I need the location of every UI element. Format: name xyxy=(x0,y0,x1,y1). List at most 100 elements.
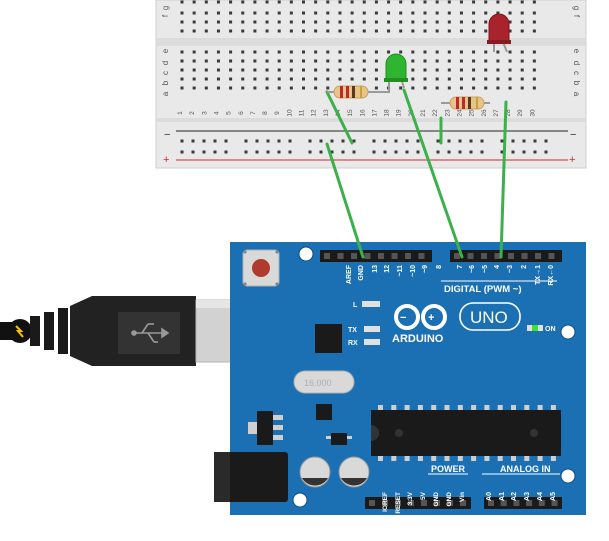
breadboard-hole[interactable] xyxy=(496,68,500,72)
breadboard-hole[interactable] xyxy=(423,29,427,33)
breadboard-hole[interactable] xyxy=(362,59,366,63)
breadboard-hole[interactable] xyxy=(472,77,476,81)
breadboard-hole[interactable] xyxy=(374,11,378,15)
breadboard-hole[interactable] xyxy=(484,68,488,72)
breadboard-hole[interactable] xyxy=(229,20,233,24)
breadboard-hole[interactable] xyxy=(216,59,220,63)
breadboard-hole[interactable] xyxy=(532,86,536,90)
breadboard-hole[interactable] xyxy=(435,0,439,4)
breadboard-hole[interactable] xyxy=(350,68,354,72)
jumper-resistor1-to-gnd-rail[interactable] xyxy=(325,90,354,145)
analog-header-pin[interactable] xyxy=(526,500,533,506)
resistor-1[interactable] xyxy=(327,85,390,99)
breadboard-hole[interactable] xyxy=(399,86,403,90)
breadboard-hole[interactable] xyxy=(277,50,281,54)
breadboard-hole[interactable] xyxy=(204,50,208,54)
breadboard-hole[interactable] xyxy=(399,50,403,54)
breadboard-hole[interactable] xyxy=(508,50,512,54)
breadboard-hole[interactable] xyxy=(484,0,488,4)
breadboard-hole[interactable] xyxy=(180,77,184,81)
wire-green-led-to-pin7[interactable] xyxy=(402,88,464,259)
breadboard-hole[interactable] xyxy=(459,29,463,33)
breadboard-hole[interactable] xyxy=(204,59,208,63)
rail-hole[interactable] xyxy=(191,150,195,154)
breadboard-hole[interactable] xyxy=(241,86,245,90)
breadboard-hole[interactable] xyxy=(520,29,524,33)
rail-hole[interactable] xyxy=(544,139,548,143)
breadboard-hole[interactable] xyxy=(423,68,427,72)
breadboard-hole[interactable] xyxy=(192,29,196,33)
breadboard-hole[interactable] xyxy=(192,68,196,72)
breadboard-hole[interactable] xyxy=(314,29,318,33)
breadboard-hole[interactable] xyxy=(180,11,184,15)
breadboard-hole[interactable] xyxy=(216,20,220,24)
breadboard-hole[interactable] xyxy=(399,0,403,4)
breadboard-hole[interactable] xyxy=(314,59,318,63)
breadboard-hole[interactable] xyxy=(253,50,257,54)
breadboard-hole[interactable] xyxy=(496,50,500,54)
analog-header-pin[interactable] xyxy=(513,500,520,506)
breadboard-hole[interactable] xyxy=(216,68,220,72)
rail-hole[interactable] xyxy=(202,139,206,143)
breadboard-hole[interactable] xyxy=(411,11,415,15)
breadboard-hole[interactable] xyxy=(362,68,366,72)
breadboard-hole[interactable] xyxy=(314,68,318,72)
breadboard-hole[interactable] xyxy=(508,11,512,15)
breadboard-hole[interactable] xyxy=(253,77,257,81)
breadboard-hole[interactable] xyxy=(484,59,488,63)
reset-button-cap[interactable] xyxy=(252,259,270,277)
breadboard-hole[interactable] xyxy=(472,50,476,54)
rail-hole[interactable] xyxy=(180,150,184,154)
breadboard-hole[interactable] xyxy=(229,50,233,54)
breadboard-hole[interactable] xyxy=(459,11,463,15)
breadboard-hole[interactable] xyxy=(314,20,318,24)
green-led[interactable] xyxy=(384,53,408,92)
breadboard-hole[interactable] xyxy=(180,20,184,24)
header-pin[interactable] xyxy=(481,253,487,259)
breadboard-hole[interactable] xyxy=(484,11,488,15)
rail-hole[interactable] xyxy=(480,150,484,154)
bottom-headers[interactable] xyxy=(365,497,562,509)
breadboard-hole[interactable] xyxy=(508,77,512,81)
breadboard-hole[interactable] xyxy=(447,50,451,54)
power-header-pin[interactable] xyxy=(408,500,414,506)
breadboard-hole[interactable] xyxy=(447,20,451,24)
breadboard-hole[interactable] xyxy=(532,50,536,54)
breadboard-hole[interactable] xyxy=(302,20,305,24)
breadboard-hole[interactable] xyxy=(314,11,318,15)
breadboard-hole[interactable] xyxy=(532,20,536,24)
breadboard-hole[interactable] xyxy=(435,59,439,63)
breadboard-hole[interactable] xyxy=(496,0,500,4)
breadboard-hole[interactable] xyxy=(192,50,196,54)
breadboard-hole[interactable] xyxy=(326,68,330,72)
breadboard-hole[interactable] xyxy=(326,29,330,33)
breadboard-hole[interactable] xyxy=(472,86,476,90)
rail-hole[interactable] xyxy=(405,150,409,154)
breadboard-hole[interactable] xyxy=(314,77,318,81)
rail-hole[interactable] xyxy=(372,150,376,154)
rail-hole[interactable] xyxy=(544,150,548,154)
breadboard-hole[interactable] xyxy=(435,68,439,72)
breadboard-hole[interactable] xyxy=(362,29,366,33)
breadboard-hole[interactable] xyxy=(423,86,427,90)
breadboard-hole[interactable] xyxy=(302,50,305,54)
breadboard-hole[interactable] xyxy=(423,11,427,15)
breadboard-hole[interactable] xyxy=(192,77,196,81)
rail-hole[interactable] xyxy=(522,150,526,154)
rail-hole[interactable] xyxy=(202,150,206,154)
breadboard-hole[interactable] xyxy=(265,77,269,81)
header-pin[interactable] xyxy=(548,253,555,259)
breadboard-hole[interactable] xyxy=(289,86,293,90)
breadboard-hole[interactable] xyxy=(241,11,245,15)
breadboard-hole[interactable] xyxy=(180,50,184,54)
rail-hole[interactable] xyxy=(458,139,462,143)
breadboard-hole[interactable] xyxy=(326,50,330,54)
breadboard-hole[interactable] xyxy=(350,0,354,4)
rail-hole[interactable] xyxy=(244,150,248,154)
breadboard-hole[interactable] xyxy=(447,11,451,15)
rail-hole[interactable] xyxy=(458,150,462,154)
breadboard-hole[interactable] xyxy=(374,50,378,54)
rail-hole[interactable] xyxy=(341,150,345,154)
breadboard-hole[interactable] xyxy=(338,0,342,4)
breadboard-hole[interactable] xyxy=(229,77,233,81)
